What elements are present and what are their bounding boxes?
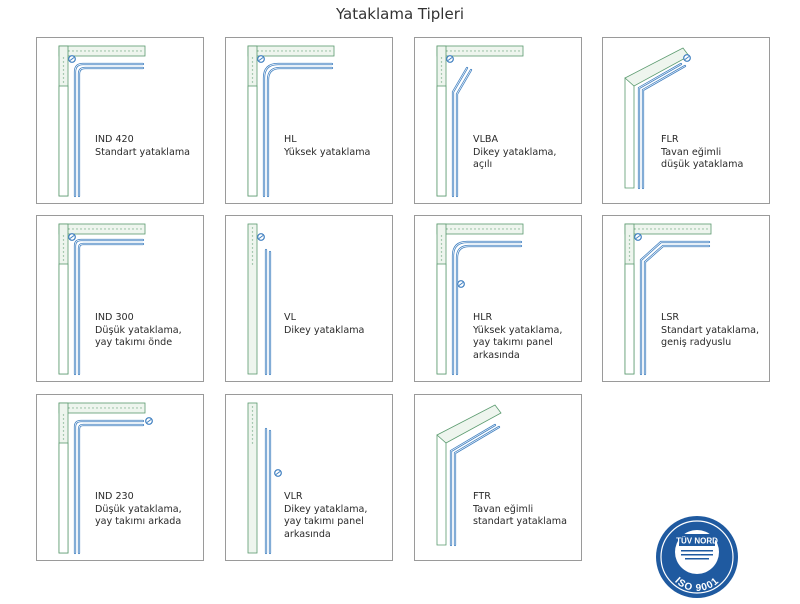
door-type-code: HLR	[473, 312, 493, 323]
door-type-description: yay takımı panel	[473, 337, 553, 348]
track-diagram-lsr	[624, 223, 712, 376]
track-diagram-ind-300	[58, 223, 146, 376]
door-type-code: FLR	[661, 134, 679, 145]
door-type-code: FTR	[473, 491, 491, 502]
door-type-description: Dikey yataklama,	[473, 146, 557, 158]
track-diagram-hlr	[436, 223, 524, 376]
page-title: Yataklama Tipleri	[335, 5, 465, 23]
door-type-description: Yüksek yataklama,	[473, 324, 563, 336]
door-type-code: IND 300	[95, 312, 134, 323]
logo-brand-text: TÜV NORD	[676, 537, 718, 546]
door-type-description: Yüksek yataklama	[284, 146, 371, 158]
door-type-description: arkasında	[284, 528, 331, 540]
track-diagram-hl	[247, 45, 335, 198]
door-type-description: geniş radyuslu	[661, 337, 732, 348]
door-type-description: standart yataklama	[473, 516, 567, 527]
track-diagram-vlba	[436, 45, 524, 198]
track-diagram-ftr	[436, 404, 502, 547]
door-type-description: Dikey yataklama	[284, 324, 365, 336]
certification-seal-icon: TÜV NORD ISO 9001	[656, 516, 738, 598]
door-type-description: arkasında	[473, 349, 520, 361]
door-type-description: açılı	[473, 159, 493, 170]
door-type-code: HL	[284, 134, 297, 145]
track-diagram-ind-420	[58, 45, 146, 198]
door-type-code: VLR	[284, 491, 303, 502]
door-type-code: IND 420	[95, 134, 134, 145]
door-type-code: VL	[284, 312, 296, 323]
door-type-description: Standart yataklama	[95, 146, 191, 158]
door-type-description: yay takımı önde	[95, 337, 173, 348]
door-type-description: yay takımı arkada	[95, 516, 182, 527]
door-type-code: IND 230	[95, 491, 134, 502]
svg-text:ISO 9001: ISO 9001	[672, 575, 721, 594]
door-type-code: LSR	[661, 312, 680, 323]
door-type-description: Düşük yataklama,	[95, 324, 182, 336]
door-type-description: Standart yataklama,	[661, 324, 760, 336]
door-type-description: düşük yataklama	[661, 159, 744, 170]
track-diagram-vl	[247, 223, 272, 376]
door-type-code: VLBA	[473, 134, 499, 145]
door-type-description: Tavan eğimli	[661, 146, 722, 158]
logo-standard-text: ISO 9001	[672, 575, 720, 594]
door-type-description: Tavan eğimli	[473, 503, 534, 515]
door-type-description: yay takımı panel	[284, 516, 364, 527]
track-diagram-ind-230	[58, 402, 153, 555]
track-diagram-vlr	[247, 402, 282, 555]
door-type-description: Düşük yataklama,	[95, 503, 182, 515]
track-diagram-flr	[624, 47, 691, 190]
tuv-nord-iso-logo: TÜV NORD ISO 9001	[654, 514, 740, 604]
door-type-description: Dikey yataklama,	[284, 503, 368, 515]
